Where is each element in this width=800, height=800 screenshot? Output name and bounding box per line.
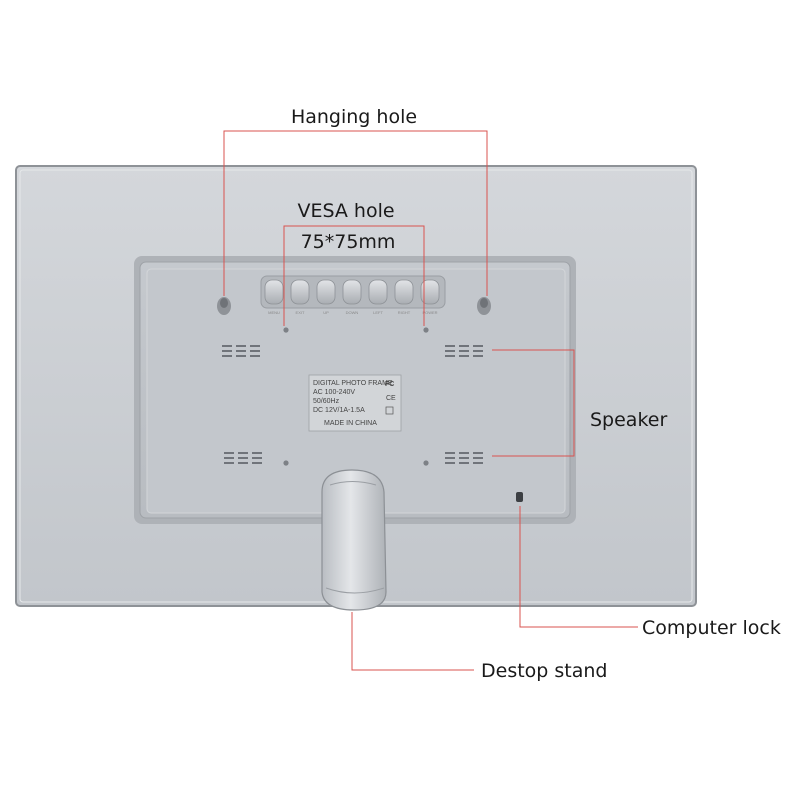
speaker-slot: [473, 457, 483, 459]
vesa-hole-callout: VESA hole: [297, 200, 394, 222]
speaker-slot: [222, 350, 232, 352]
speaker-slot: [445, 452, 455, 454]
control-button: [368, 279, 388, 305]
desktop-stand: [321, 469, 387, 611]
speaker-slot: [238, 462, 248, 464]
speaker-slot: [250, 345, 260, 347]
speaker-slot: [445, 462, 455, 464]
speaker-slot: [238, 452, 248, 454]
speaker-slot: [445, 350, 455, 352]
fc-mark: FC: [385, 381, 394, 388]
computer-lock-leader: [519, 506, 638, 628]
rating-label: DIGITAL PHOTO FRAME AC 100-240V 50/60Hz …: [308, 374, 402, 432]
speaker-slot: [236, 350, 246, 352]
speaker-slot: [445, 457, 455, 459]
speaker-slot: [473, 462, 483, 464]
control-button: [264, 279, 284, 305]
recycle-icon: [385, 406, 394, 415]
control-button: [394, 279, 414, 305]
speaker-slot: [473, 355, 483, 357]
speaker-slot: [459, 452, 469, 454]
speaker-grille-top-left: [222, 345, 260, 357]
control-button: [290, 279, 310, 305]
control-button: [316, 279, 336, 305]
speaker-grille-bottom-right: [445, 452, 483, 464]
speaker-slot: [224, 452, 234, 454]
desktop-stand-leader: [351, 612, 474, 671]
leader-lines: [223, 130, 638, 671]
speaker-slot: [250, 355, 260, 357]
speaker-grille-bottom-left: [224, 452, 262, 464]
control-button-label: RIGHT: [398, 310, 411, 315]
rating-label-line3: 50/60Hz: [313, 398, 340, 405]
speaker-slot: [473, 345, 483, 347]
speaker-slot: [222, 355, 232, 357]
speaker-slot: [224, 462, 234, 464]
rating-label-line5: MADE IN CHINA: [324, 420, 377, 427]
control-button-label: DOWN: [346, 310, 359, 315]
speaker-slot: [252, 462, 262, 464]
desktop-stand-callout: Destop stand: [481, 660, 608, 682]
speaker-slot: [236, 345, 246, 347]
vesa-hole-top-left: [283, 327, 289, 333]
speaker-slot: [459, 355, 469, 357]
hanging-hole-right: [477, 297, 491, 315]
hanging-hole-callout: Hanging hole: [291, 106, 417, 128]
speaker-slot: [238, 457, 248, 459]
vesa-hole-bottom-left: [283, 460, 289, 466]
vesa-hole-leader: [283, 225, 425, 326]
speaker-slot: [250, 350, 260, 352]
control-button: [420, 279, 440, 305]
rating-label-line1: DIGITAL PHOTO FRAME: [313, 380, 393, 387]
speaker-slot: [473, 452, 483, 454]
computer-lock-callout: Computer lock: [642, 617, 781, 639]
speaker-slot: [459, 462, 469, 464]
control-button-label: EXIT: [296, 310, 305, 315]
computer-lock-slot: [516, 492, 523, 502]
hanging-hole-left: [217, 297, 231, 315]
control-button-label: LEFT: [373, 310, 383, 315]
vesa-hole-top-right: [423, 327, 429, 333]
speaker-slot: [459, 457, 469, 459]
hanging-hole-leader: [223, 130, 488, 296]
speaker-slot: [224, 457, 234, 459]
control-button-label: MENU: [268, 310, 280, 315]
speaker-grille-top-right: [445, 345, 483, 357]
rating-label-line2: AC 100-240V: [313, 389, 355, 396]
speaker-slot: [222, 345, 232, 347]
speaker-slot: [445, 345, 455, 347]
speaker-slot: [459, 345, 469, 347]
speaker-slot: [459, 350, 469, 352]
speaker-slot: [252, 457, 262, 459]
speaker-callout: Speaker: [590, 409, 667, 431]
vesa-hole-bottom-right: [423, 460, 429, 466]
control-button-label: UP: [323, 310, 329, 315]
rating-label-line4: DC 12V/1A-1.5A: [313, 407, 365, 414]
vesa-size-callout: 75*75mm: [301, 231, 396, 253]
speaker-slot: [236, 355, 246, 357]
control-button: [342, 279, 362, 305]
control-button-label: POWER: [422, 310, 437, 315]
speaker-leader: [492, 349, 575, 457]
ce-mark: CE: [386, 395, 396, 402]
speaker-slot: [252, 452, 262, 454]
speaker-slot: [473, 350, 483, 352]
control-buttons: MENU EXIT UP DOWN LEFT RIGHT POWER: [264, 279, 440, 315]
speaker-slot: [445, 355, 455, 357]
